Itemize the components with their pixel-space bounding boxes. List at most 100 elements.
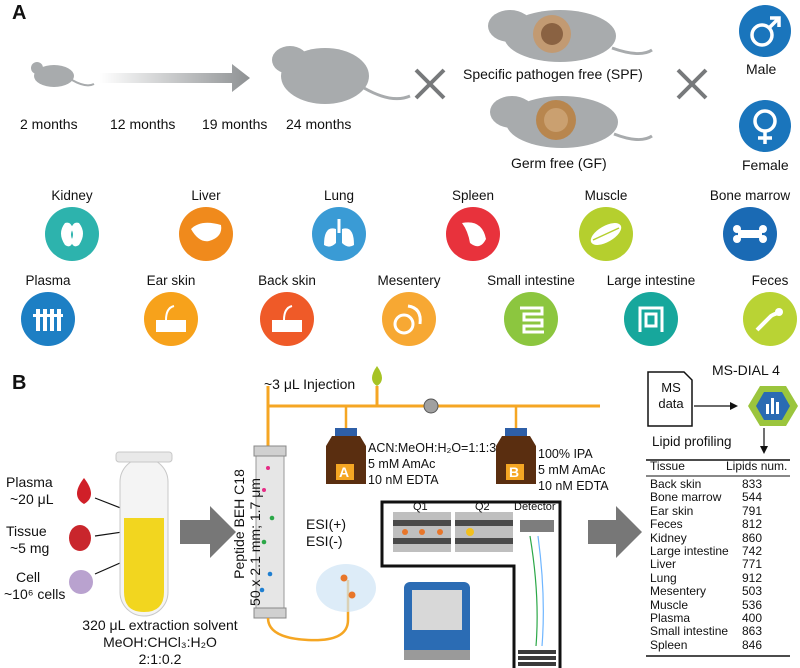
table-cell-count: 860 [742,530,763,545]
liver-icon [179,207,233,261]
male-symbol-icon [739,5,791,57]
tissue-label-large-intestine: Large intestine [606,273,696,288]
extraction-solvent: MeOH:CHCl₃:H₂O [103,634,217,650]
table-cell-tissue: Spleen [650,637,688,652]
big-arrow-icon [180,506,236,558]
ms-data-label: MS data [656,380,686,412]
age-arrow [100,64,250,92]
table-cell-count: 791 [742,503,763,518]
tissue-label-spleen: Spleen [451,188,495,203]
ms-dial-logo-icon [748,386,798,426]
age-label-24: 24 months [286,116,352,132]
gf-mouse-icon [490,96,653,148]
solvent-b-letter: B [509,464,520,480]
male-label: Male [746,61,777,77]
solvent-bottle-a-icon [326,428,366,484]
table-row: Bone marrow 544 [646,490,788,505]
age-label-19: 19 months [202,116,268,132]
table-cell-count: 912 [742,570,763,585]
table-cell-count: 812 [742,517,763,532]
table-cell-tissue: Mesentery [650,584,707,599]
table-row: Ear skin 791 [646,503,788,518]
cross-icon [414,68,446,100]
table-row: Kidney 860 [646,530,788,545]
spleen-icon [446,207,500,261]
sample-tissue-amount: ~5 mg [10,540,50,556]
tissue-label-liver: Liver [191,188,221,203]
old-mouse-icon [272,46,411,104]
table-cell-tissue: Muscle [650,597,689,612]
table-cell-count: 503 [742,584,763,599]
ms-data-document-icon [647,371,693,427]
bone-marrow-icon [723,207,777,261]
table-cell-tissue: Back skin [650,477,702,491]
table-cell-count: 544 [742,490,763,505]
extraction-ratio: 2:1:0.2 [138,651,182,667]
table-cell-count: 846 [742,637,763,652]
tissue-label-plasma: Plasma [25,273,71,288]
column-dimensions: 50 x 2.1 mm; 1.7 μm [247,478,263,606]
tissue-label-bone-marrow: Bone marrow [709,188,791,203]
sample-cell-name: Cell [16,569,41,585]
table-header: Tissue Lipids num. [646,458,788,474]
extraction-volume: 320 μL extraction solvent [82,617,238,633]
solvent-b-line: 10 nM EDTA [538,479,609,493]
detector-label: Detector [514,501,556,513]
solvent-b-line: 5 mM AmAc [538,463,606,477]
solvent-a-line: ACN:MeOH:H₂O=1:1:3 [368,441,497,455]
young-mouse-icon [31,62,95,87]
back-skin-icon [260,292,314,346]
table-cell-tissue: Bone marrow [650,490,722,505]
sample-plasma-amount: ~20 μL [10,491,54,507]
kidney-icon [45,207,99,261]
muscle-icon [579,207,633,261]
age-label-2: 2 months [20,116,78,132]
column-labels: Peptide BEH C18 50 x 2.1 mm; 1.7 μm [228,450,263,620]
table-cell-tissue: Plasma [650,610,691,625]
lung-icon [312,207,366,261]
tissue-label-small-intestine: Small intestine [487,273,575,288]
table-header-lipids: Lipids num. [726,459,788,473]
instrument-icon [404,582,470,660]
solvent-b-line: 100% IPA [538,447,593,461]
large-intestine-icon [624,292,678,346]
table-cell-tissue: Ear skin [650,503,694,518]
table-row: Back skin 833 [646,477,788,491]
test-tube-icon [115,451,173,617]
tissue-organ-icon [69,525,91,551]
lc-column-icon [253,445,287,619]
table-cell-tissue: Kidney [650,530,687,545]
solvent-a-line: 10 nM EDTA [368,473,439,487]
table-cell-count: 833 [742,477,763,491]
solvent-bottle-b-icon [496,428,536,484]
ms-data-line-1: MS [661,380,681,395]
tissue-label-ear-skin: Ear skin [146,273,196,288]
tissue-label-back-skin: Back skin [258,273,316,288]
table-cell-tissue: Liver [650,557,677,572]
table-cell-count: 863 [742,624,763,639]
spf-label: Specific pathogen free (SPF) [463,66,643,82]
gf-label: Germ free (GF) [511,155,607,171]
female-symbol-icon [739,100,791,152]
software-label: MS-DIAL 4 [712,362,780,378]
table-cell-tissue: Small intestine [650,624,729,639]
table-cell-tissue: Lung [650,570,677,585]
column-name: Peptide BEH C18 [231,469,247,579]
table-cell-count: 742 [742,543,763,558]
sample-tissue-name: Tissue [6,523,47,539]
solvent-a-line: 5 mM AmAc [368,457,436,471]
big-arrow-icon [588,506,642,558]
tissue-label-muscle: Muscle [584,188,628,203]
age-label-12: 12 months [110,116,176,132]
female-label: Female [742,157,789,173]
table-row: Lung 912 [646,570,788,585]
sample-cell-amount: ~10⁶ cells [4,586,66,602]
solvent-a-description: ACN:MeOH:H₂O=1:1:3 5 mM AmAc 10 nM EDTA [368,440,496,488]
lipid-profiling-label: Lipid profiling [652,434,732,449]
valve-icon [423,398,439,414]
tissue-label-feces: Feces [751,273,789,288]
